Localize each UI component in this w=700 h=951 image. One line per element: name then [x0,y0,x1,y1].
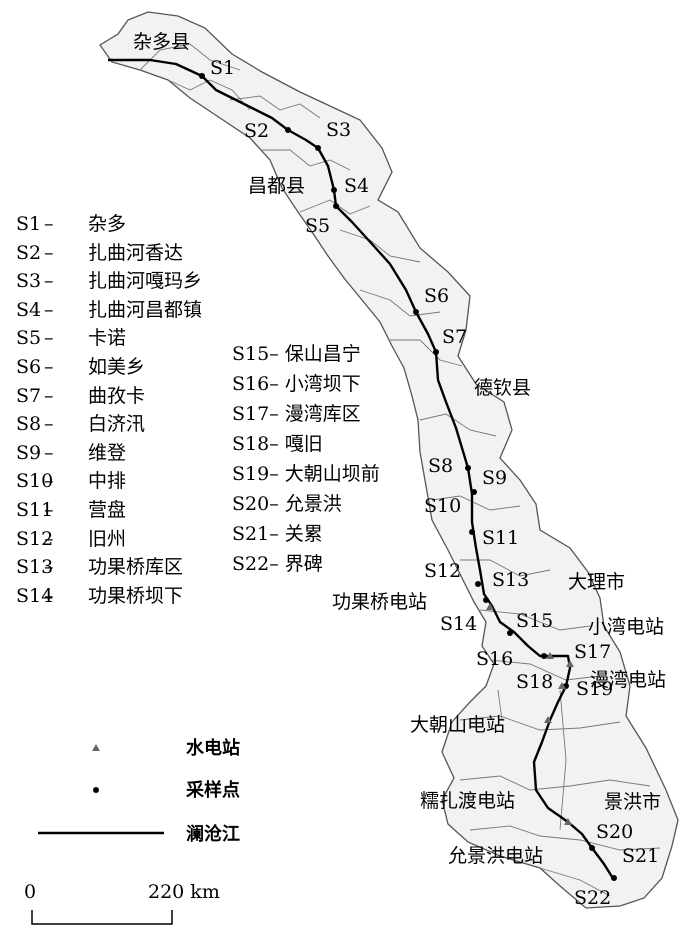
station-row: S18–嘎旧 [232,433,323,455]
sampling-point [199,73,205,79]
county-label: 昌都县 [248,175,305,197]
point-label: S12 [424,560,461,582]
station-row: S22–界碑 [232,553,323,575]
scale-zero: 0 [24,881,36,903]
county-label: 杂多县 [133,31,190,53]
legend-sampling-icon [93,787,99,793]
sampling-point [315,145,321,151]
point-label: S22 [574,887,611,909]
point-label: S11 [482,527,519,549]
point-label: S18 [516,671,553,693]
station-row: S12–旧州 [16,527,127,550]
scale-distance: 220 km [148,881,220,903]
hydropower-label: 允景洪电站 [448,845,543,867]
point-label: S9 [482,467,507,489]
station-row: S14–功果桥坝下 [16,584,184,607]
county-label: 德钦县 [474,377,531,399]
station-row: S13–功果桥库区 [16,556,184,579]
point-label: S4 [344,175,369,197]
point-label: S21 [622,845,659,867]
hydropower-marker [564,818,572,825]
point-label: S5 [305,215,330,237]
hydropower-marker [544,716,552,723]
point-label: S6 [424,285,449,307]
basin-area [99,11,679,909]
point-label: S15 [516,610,553,632]
hydropower-marker [546,652,554,659]
station-row: S16–小湾坝下 [232,373,361,395]
point-label: S7 [442,326,467,348]
station-row: S8–白济汛 [16,413,146,436]
sampling-point [483,597,489,603]
sampling-points [199,73,617,881]
point-label: S20 [596,821,633,843]
station-row: S7–曲孜卡 [16,384,146,407]
sampling-point [331,187,337,193]
hydropower-label: 糯扎渡电站 [420,790,515,812]
station-row: S6–如美乡 [16,355,146,378]
legend: 水电站 采样点 澜沧江 [38,737,240,845]
point-label: S14 [440,613,477,635]
sampling-point [541,653,547,659]
county-label: 景洪市 [604,791,661,813]
legend-sampling-label: 采样点 [185,779,240,801]
station-list-left: S1–杂多 S2–扎曲河香达 S3–扎曲河嘎玛乡 S4–扎曲河昌都镇 S5–卡诺… [16,210,202,610]
sampling-point [507,630,513,636]
station-row: S1–杂多 [16,213,127,235]
station-row: S21–关累 [232,523,323,545]
station-row: S19–大朝山坝前 [232,463,380,485]
point-label: S10 [424,495,461,517]
station-row: S2–扎曲河香达 [16,241,184,264]
sampling-point [413,309,419,315]
hydropower-label: 漫湾电站 [590,669,666,691]
station-row: S17–漫湾库区 [232,403,361,425]
station-row: S3–扎曲河嘎玛乡 [16,270,203,293]
station-row: S15–保山昌宁 [232,343,361,365]
sampling-point [475,581,481,587]
station-row: S20–允景洪 [232,493,342,515]
point-label: S8 [428,455,453,477]
point-label: S2 [244,120,269,142]
legend-hydropower-label: 水电站 [186,737,240,759]
station-row: S5–卡诺 [16,327,127,350]
legend-river-label: 澜沧江 [186,823,240,845]
sampling-point [611,875,617,881]
point-label: S1 [210,57,235,79]
point-label: S13 [492,569,529,591]
point-label: S19 [576,678,613,700]
point-label: S3 [326,119,351,141]
hydropower-label: 大朝山电站 [410,714,505,736]
legend-hydropower-icon [92,744,100,751]
scale-bar: 0 220 km [24,881,220,925]
hydropower-label: 功果桥电站 [332,591,427,613]
sub-basin-borders [139,43,661,897]
station-list-right: S15–保山昌宁 S16–小湾坝下 S17–漫湾库区 S18–嘎旧 S19–大朝… [232,339,380,579]
station-row: S10–中排 [16,470,127,493]
sampling-point [465,465,471,471]
sampling-point [589,845,595,851]
county-label: 大理市 [568,571,625,593]
station-row: S11–营盘 [16,498,127,521]
lancang-river [108,58,616,881]
sampling-point [433,349,439,355]
hydropower-marker [486,603,494,610]
sampling-point [285,127,291,133]
station-row: S9–维登 [16,441,127,464]
point-label: S17 [574,641,611,663]
sampling-point [471,489,477,495]
station-row: S4–扎曲河昌都镇 [16,298,203,321]
sampling-point [333,203,339,209]
hydropower-label: 小湾电站 [588,616,664,638]
hydropower-markers [486,603,574,825]
sampling-point [469,529,475,535]
point-label: S16 [476,648,513,670]
hydropower-marker [566,660,574,667]
hydropower-marker [558,682,566,689]
